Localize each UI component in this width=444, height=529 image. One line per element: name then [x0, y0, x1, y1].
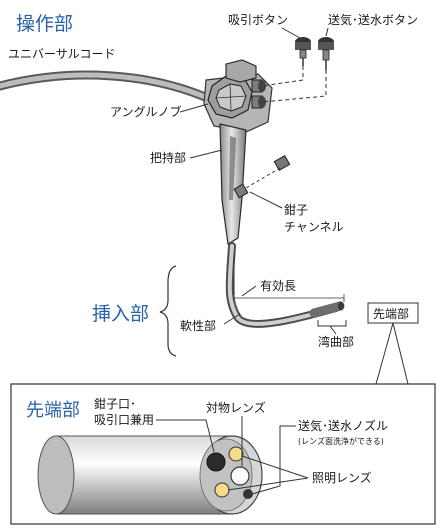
section-operation: 操作部	[16, 13, 73, 35]
label-light-lens: 照明レンズ	[312, 470, 372, 485]
label-forceps-port-2: 吸引口兼用	[94, 413, 154, 427]
forceps-port	[206, 452, 226, 472]
label-bending: 湾曲部	[318, 334, 354, 349]
section-insertion: 挿入部	[92, 303, 149, 325]
label-grip: 把持部	[150, 150, 186, 165]
label-flexible: 軟性部	[180, 318, 216, 333]
label-air-water-button: 送気･送水ボタン	[328, 12, 418, 27]
label-forceps-channel-1: 鉗子	[284, 202, 308, 217]
label-objective-lens: 対物レンズ	[206, 400, 266, 415]
light-lens-upper	[228, 446, 244, 462]
light-lens-lower	[214, 482, 230, 498]
label-forceps-port-1: 鉗子口･	[94, 396, 136, 411]
label-nozzle-note: (レンズ面洗浄ができる)	[298, 436, 384, 446]
channel-cap-part	[273, 154, 291, 172]
section-tip: 先端部	[26, 400, 80, 421]
label-tip-box: 先端部	[373, 306, 409, 321]
label-nozzle: 送気･送水ノズル	[298, 418, 388, 433]
bending-section	[309, 301, 345, 318]
label-forceps-channel-2: チャンネル	[284, 220, 344, 234]
label-suction-button: 吸引ボタン	[228, 13, 288, 27]
air-water-nozzle	[243, 489, 253, 499]
air-water-button-part	[318, 37, 334, 70]
label-universal-cord: ユニバーサルコード	[8, 47, 116, 61]
control-head	[203, 59, 273, 133]
suction-button-part	[295, 37, 311, 66]
scope-tip-illustration	[37, 435, 263, 515]
objective-lens	[230, 466, 250, 486]
insertion-brace	[159, 265, 177, 357]
label-effective-length: 有効長	[260, 278, 296, 293]
angle-knob	[207, 75, 253, 119]
label-angle-knob: アングルノブ	[110, 104, 182, 119]
